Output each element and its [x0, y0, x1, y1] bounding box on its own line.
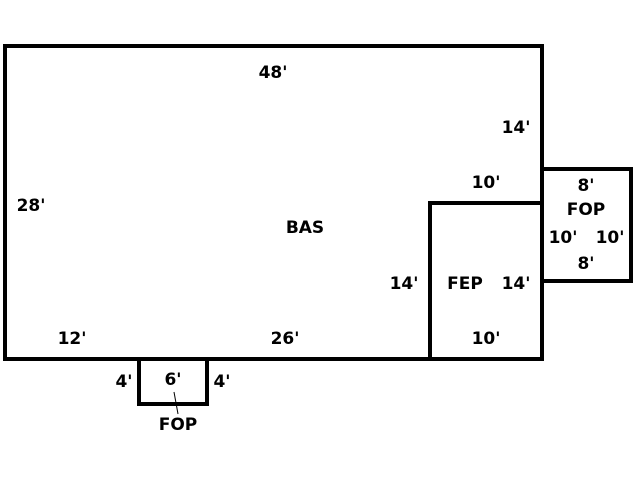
- bas-bottom-right-dim: 26': [271, 329, 300, 349]
- fep-label: FEP: [447, 274, 483, 294]
- fop-bottom-outline: [137, 359, 209, 406]
- fep-left-dim: 14': [390, 274, 419, 294]
- fep-right-dim: 14': [502, 274, 531, 294]
- bas-left-dim: 28': [17, 196, 46, 216]
- fop-bottom-dim-a: 4': [115, 372, 132, 392]
- fop-right-bottom-dim: 8': [577, 254, 594, 274]
- fop-bottom-label: FOP: [159, 415, 198, 435]
- fep-bottom-dim: 10': [472, 329, 501, 349]
- fep-outline: [428, 201, 542, 359]
- bas-outline: [3, 44, 544, 361]
- fop-bottom-dim-c: 4': [213, 372, 230, 392]
- bas-label: BAS: [286, 218, 324, 238]
- bas-bottom-left-dim: 12': [58, 329, 87, 349]
- bas-top-dim: 48': [259, 63, 288, 83]
- bas-right-dim: 14': [502, 118, 531, 138]
- fop-right-outline: [542, 167, 633, 283]
- fop-leader-line: [173, 391, 179, 415]
- fop-right-label: FOP: [567, 200, 606, 220]
- fop-bottom-dim-b: 6': [164, 370, 181, 390]
- fop-right-right-dim: 10': [596, 228, 625, 248]
- fop-right-left-dim: 10': [549, 228, 578, 248]
- fep-top-dim: 10': [472, 173, 501, 193]
- fop-right-top-dim: 8': [577, 176, 594, 196]
